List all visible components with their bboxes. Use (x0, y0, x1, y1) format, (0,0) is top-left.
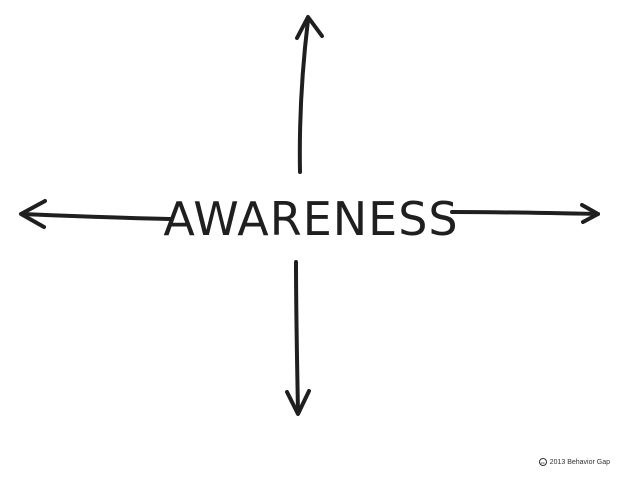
arrow-down (285, 260, 311, 416)
center-label: AWARENESS (163, 192, 458, 246)
arrow-right (450, 203, 600, 224)
creative-commons-icon: cc (538, 458, 547, 466)
credit-line: cc 2013 Behavior Gap (538, 458, 610, 466)
arrow-up (295, 15, 324, 174)
credit-text: 2013 Behavior Gap (549, 458, 610, 466)
arrow-left (19, 199, 172, 229)
